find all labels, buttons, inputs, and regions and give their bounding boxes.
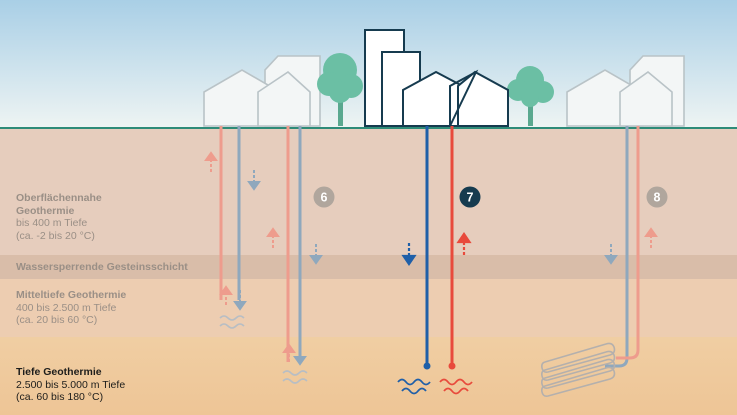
house-icon — [566, 55, 685, 127]
down-arrow-icon — [233, 170, 323, 366]
medium-depth: 400 bis 2.500 m Tiefe — [16, 301, 117, 314]
marker-7: 7 — [459, 186, 481, 208]
house-icon — [364, 29, 509, 127]
near-surface-depth: bis 400 m Tiefe — [16, 217, 88, 229]
up-arrow-icon — [204, 151, 296, 362]
near-surface-title-1: Oberflächennahe — [16, 192, 102, 204]
marker-8-label: 8 — [654, 191, 661, 205]
marker-6: 6 — [313, 186, 335, 208]
layer-medium — [0, 279, 737, 337]
system-6-pipes — [219, 126, 302, 362]
near-surface-title-2: Geothermie — [16, 204, 75, 217]
label-deep: Tiefe Geothermie 2.500 bis 5.000 m Tiefe… — [16, 366, 125, 404]
medium-title: Mitteltiefe Geothermie — [16, 289, 127, 301]
label-barrier: Wassersperrende Gesteinsschicht — [16, 261, 188, 274]
pipe-end — [423, 362, 431, 370]
wave-icon — [219, 315, 308, 384]
tree-icon — [317, 53, 363, 126]
up-arrow-icon — [644, 227, 658, 248]
deep-title: Tiefe Geothermie — [16, 366, 102, 378]
barrier-title: Wassersperrende Gesteinsschicht — [16, 261, 188, 273]
house-icon — [203, 55, 321, 127]
wave-icon — [397, 378, 473, 395]
deep-temp: (ca. 60 bis 180 °C) — [16, 391, 104, 403]
layer-near-surface — [0, 128, 737, 255]
tree-icon — [507, 66, 554, 126]
pipe-end — [448, 362, 456, 370]
label-near-surface: Oberflächennahe Geothermie bis 400 m Tie… — [16, 192, 102, 242]
marker-7-label: 7 — [467, 191, 474, 205]
near-surface-temp: (ca. -2 bis 20 °C) — [16, 229, 95, 242]
medium-temp: (ca. 20 bis 60 °C) — [16, 314, 98, 326]
down-arrow-icon — [604, 244, 618, 265]
deep-depth: 2.500 bis 5.000 m Tiefe — [16, 378, 126, 391]
marker-6-label: 6 — [321, 191, 328, 205]
label-medium: Mitteltiefe Geothermie 400 bis 2.500 m T… — [16, 289, 126, 327]
up-arrow-icon — [456, 232, 472, 255]
system-7-pipes — [425, 126, 454, 364]
marker-8: 8 — [646, 186, 668, 208]
system-8-pipes — [605, 126, 640, 368]
heat-exchanger-coil-icon — [541, 342, 616, 397]
down-arrow-icon — [401, 243, 417, 266]
